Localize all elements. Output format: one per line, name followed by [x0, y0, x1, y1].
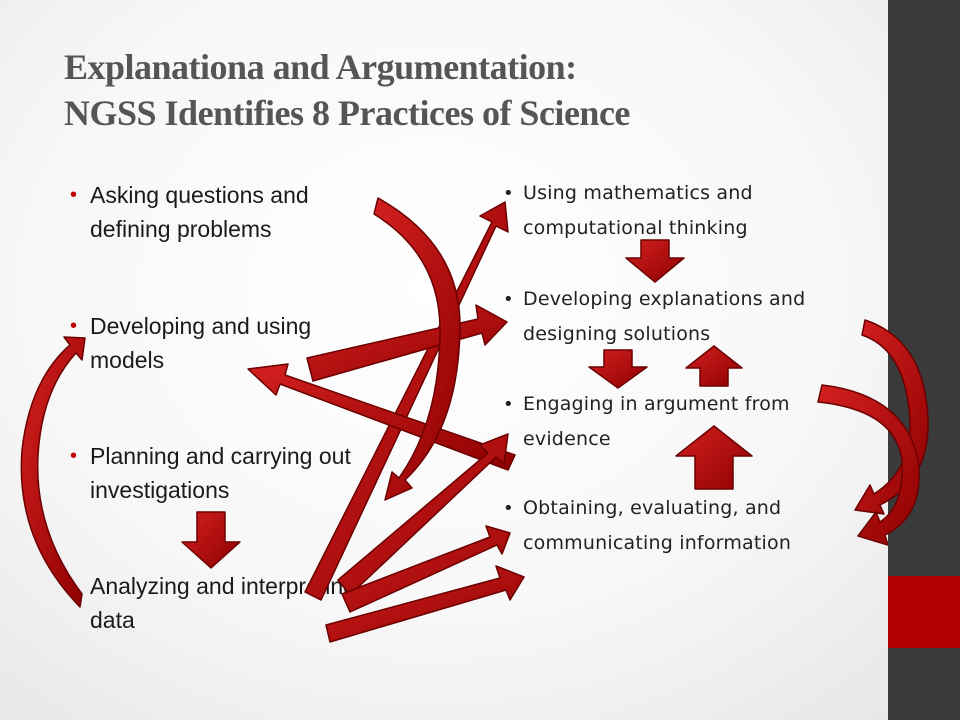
list-item-argument: • Engaging in argument from evidence: [503, 387, 873, 457]
arrow-models-to-explanations: [306, 304, 508, 382]
list-item-planning-investigations: • Planning and carrying out investigatio…: [70, 439, 380, 507]
bullet-icon: •: [70, 184, 78, 206]
sidebar-accent-block: [888, 576, 960, 648]
arrow-analyzing-to-models: [20, 336, 86, 608]
list-item-developing-models: • Developing and using models: [70, 309, 380, 377]
arrow-down-planning-to-analyzing: [181, 511, 241, 569]
bullet-icon: •: [70, 445, 78, 467]
bullet-icon: •: [503, 394, 514, 415]
list-item-text: Developing and using models: [90, 313, 312, 373]
bullet-icon: •: [503, 289, 514, 310]
list-item-text: Asking questions and defining problems: [90, 182, 309, 242]
arrow-argument-to-communicating: [817, 384, 920, 546]
title-line-2: NGSS Identifies 8 Practices of Science: [64, 93, 630, 133]
arrow-analyzing-to-argument: [337, 433, 509, 596]
list-item-communicating: • Obtaining, evaluating, and communicati…: [503, 491, 873, 561]
arrow-up-argument-to-explanations: [685, 345, 743, 387]
arrow-argument-to-models: [247, 363, 516, 471]
list-item-mathematics: • Using mathematics and computational th…: [503, 176, 873, 246]
list-item-asking-questions: • Asking questions and defining problems: [70, 178, 380, 246]
list-item-text: Planning and carrying out investigations: [90, 443, 351, 503]
list-item-text: Developing explanations and designing so…: [523, 288, 806, 345]
arrow-asking-to-planning: [373, 197, 461, 501]
arrow-down-mathematics-to-explanations: [625, 239, 685, 283]
arrow-down-explanations-to-argument: [588, 349, 648, 389]
arrow-analyzing-to-communicating: [341, 525, 511, 613]
list-item-text: Using mathematics and computational thin…: [523, 182, 753, 239]
list-item-explanations: • Developing explanations and designing …: [503, 282, 873, 352]
arrow-analyzing-to-communicating-lower: [325, 565, 525, 643]
bullet-icon: •: [503, 183, 514, 204]
list-item-text: Obtaining, evaluating, and communicating…: [523, 497, 792, 554]
title-line-1: Explanationa and Argumentation:: [64, 47, 577, 87]
list-item-text: Engaging in argument from evidence: [523, 393, 790, 450]
bullet-icon: •: [70, 315, 78, 337]
arrow-up-communicating-to-argument: [675, 425, 753, 490]
slide-title: Explanationa and Argumentation: NGSS Ide…: [64, 44, 864, 136]
bullet-icon: •: [503, 498, 514, 519]
